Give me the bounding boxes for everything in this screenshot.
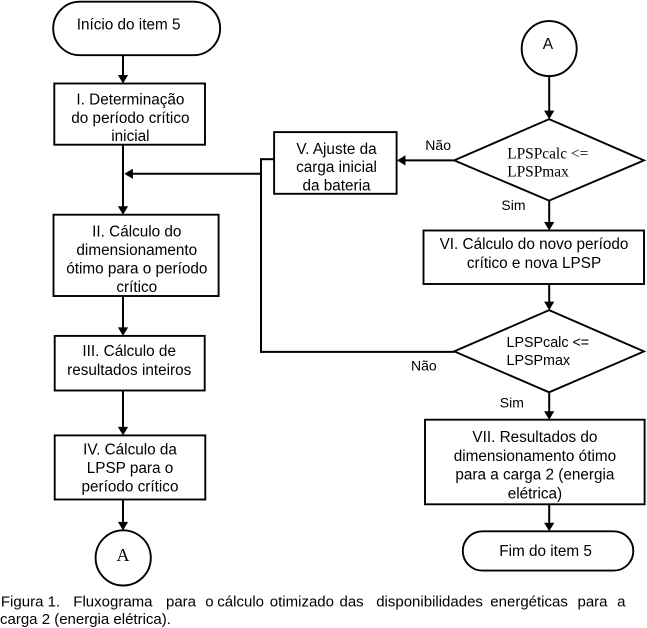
- svg-text:o: o: [205, 594, 213, 611]
- svg-text:resultados inteiros: resultados inteiros: [67, 362, 191, 379]
- svg-text:Fluxograma: Fluxograma: [73, 594, 153, 611]
- svg-text:LPSPcalc <=: LPSPcalc <=: [507, 146, 588, 163]
- svg-text:dimensionamento ótimo: dimensionamento ótimo: [454, 448, 616, 465]
- svg-text:IV. Cálculo da: IV. Cálculo da: [83, 441, 177, 458]
- svg-text:Não: Não: [411, 357, 437, 373]
- svg-text:energéticas: energéticas: [490, 594, 568, 611]
- svg-text:II. Cálculo do: II. Cálculo do: [92, 224, 181, 241]
- svg-text:elétrica): elétrica): [508, 486, 562, 503]
- svg-text:Não: Não: [425, 137, 451, 153]
- svg-text:otimizado: otimizado: [270, 594, 334, 611]
- svg-text:da bateria: da bateria: [302, 177, 371, 194]
- svg-text:ótimo para o período: ótimo para o período: [66, 261, 207, 278]
- svg-text:I. Determinação: I. Determinação: [76, 92, 184, 109]
- svg-text:LPSPmax: LPSPmax: [507, 353, 571, 369]
- svg-text:Sim: Sim: [501, 197, 525, 213]
- svg-text:VI. Cálculo do novo período: VI. Cálculo do novo período: [440, 236, 629, 253]
- svg-text:carga inicial: carga inicial: [296, 159, 377, 176]
- svg-text:III. Cálculo de: III. Cálculo de: [82, 343, 176, 360]
- svg-text:A: A: [543, 36, 554, 53]
- svg-text:V. Ajuste da: V. Ajuste da: [296, 141, 377, 158]
- svg-text:dimensionamento: dimensionamento: [76, 242, 197, 259]
- svg-text:carga 2 (energia elétrica).: carga 2 (energia elétrica).: [0, 611, 171, 628]
- svg-text:do período crítico: do período crítico: [71, 110, 189, 127]
- svg-text:VII. Resultados do: VII. Resultados do: [472, 429, 597, 446]
- svg-text:Início do item 5: Início do item 5: [77, 16, 181, 33]
- svg-text:crítico: crítico: [116, 279, 157, 296]
- svg-text:cálculo: cálculo: [217, 594, 264, 611]
- svg-text:crítico e nova LPSP: crítico e nova LPSP: [467, 255, 601, 272]
- svg-text:Figura 1.: Figura 1.: [1, 594, 60, 611]
- svg-text:para: para: [578, 594, 609, 611]
- svg-text:inicial: inicial: [111, 128, 149, 145]
- svg-text:LPSPmax: LPSPmax: [507, 164, 569, 181]
- svg-text:Sim: Sim: [500, 394, 524, 410]
- svg-text:LPSP para o: LPSP para o: [87, 460, 173, 477]
- svg-text:Fim do item 5: Fim do item 5: [499, 543, 592, 560]
- svg-text:para a carga 2 (energia: para a carga 2 (energia: [455, 467, 615, 484]
- svg-text:LPSPcalc <=: LPSPcalc <=: [507, 335, 590, 351]
- svg-text:a: a: [617, 594, 626, 611]
- svg-text:para: para: [166, 594, 197, 611]
- svg-text:disponibilidades: disponibilidades: [376, 594, 483, 611]
- svg-text:período crítico: período crítico: [82, 479, 179, 496]
- svg-text:A: A: [117, 545, 130, 565]
- svg-text:das: das: [340, 594, 364, 611]
